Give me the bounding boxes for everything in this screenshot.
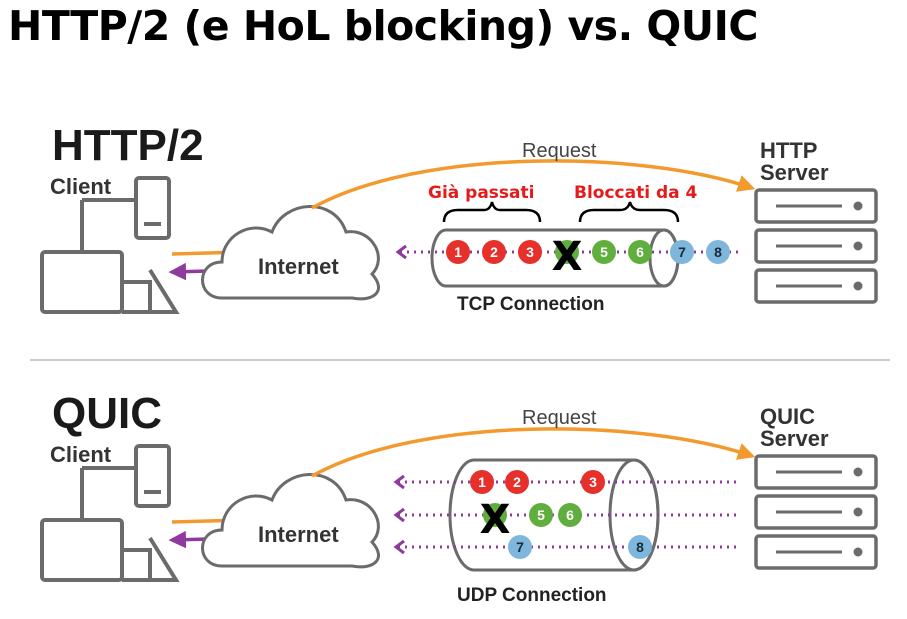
svg-text:1: 1 [478,474,486,490]
svg-text:1: 1 [454,244,462,260]
quic-internet-label: Internet [258,522,339,547]
quic-lost-packet-marker: X [480,497,511,543]
svg-text:X: X [552,234,583,280]
tcp-connection-label: TCP Connection [457,294,604,315]
passed-brace [442,201,542,223]
client-devices-icon [40,444,180,582]
svg-text:2: 2 [490,244,498,260]
quic-client-label: Client [50,442,112,467]
svg-text:7: 7 [678,244,686,260]
svg-text:5: 5 [537,507,545,523]
svg-text:7: 7 [516,539,524,555]
quic-server-label-line2: Server [760,426,829,451]
internet-cloud-icon [201,473,380,569]
http2-client-label: Client [50,174,112,199]
blocked-brace [578,201,680,223]
udp-connection-label: UDP Connection [457,585,607,606]
svg-text:6: 6 [566,507,574,523]
svg-text:3: 3 [526,244,534,260]
tcp-packet-7: 7 [670,240,694,264]
tcp-packet-3: 3 [518,240,542,264]
tcp-packet-8: 8 [706,240,730,264]
blocked-label: Bloccati da 4 [574,183,698,203]
svg-text:5: 5 [600,244,608,260]
quic-packet-6: 6 [558,503,582,527]
passed-label: Già passati [428,183,534,203]
tcp-lost-packet-marker: X [552,234,583,280]
quic-packet-5: 5 [529,503,553,527]
quic-packet-3: 3 [581,470,605,494]
internet-cloud-icon [201,205,380,301]
svg-text:3: 3 [589,474,597,490]
tcp-packet-2: 2 [482,240,506,264]
quic-section-title: QUIC [52,389,162,438]
svg-text:2: 2 [513,474,521,490]
quic-packet-7: 7 [508,535,532,559]
svg-text:X: X [480,497,511,543]
slide-title: HTTP/2 (e HoL blocking) vs. QUIC [8,2,758,50]
quic-request-label: Request [522,407,597,429]
quic-section: QUIC Client Internet Request QUIC Server [40,389,878,606]
svg-text:8: 8 [636,539,644,555]
client-devices-icon [40,176,180,314]
http2-section: HTTP/2 Client Internet Request HTTP Serv… [40,121,878,315]
svg-text:6: 6 [636,244,644,260]
request-arrow [311,159,756,210]
http2-section-title: HTTP/2 [52,121,204,170]
http2-request-label: Request [522,140,597,162]
http2-internet-label: Internet [258,254,339,279]
tcp-packet-1: 1 [446,240,470,264]
quic-packet-8: 8 [628,535,652,559]
tcp-packet-5: 5 [592,240,616,264]
quic-server-label-line1: QUIC [760,404,815,429]
quic-packet-2: 2 [505,470,529,494]
http2-server-label-line2: Server [760,160,829,185]
http2-server-label-line1: HTTP [760,138,817,163]
tcp-packet-6: 6 [628,240,652,264]
request-arrow [311,427,756,478]
svg-text:8: 8 [714,244,722,260]
quic-packet-1: 1 [470,470,494,494]
